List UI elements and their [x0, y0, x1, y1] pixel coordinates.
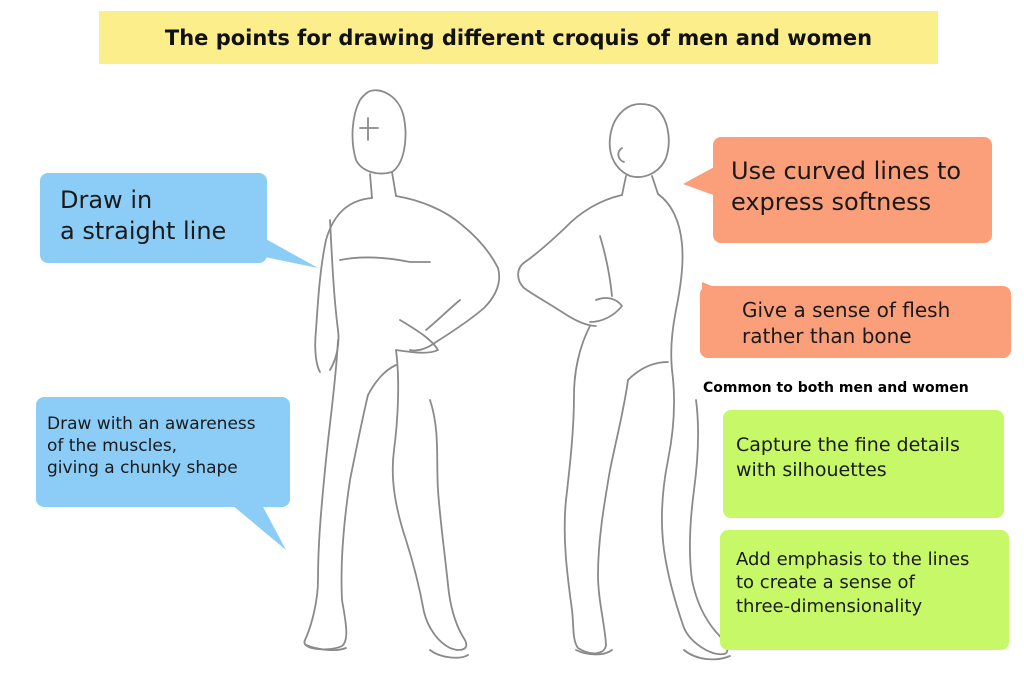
- callout-text-line: a straight line: [60, 217, 227, 246]
- callout-text-line: of the muscles,: [47, 436, 178, 457]
- callout-text-line: Add emphasis to the lines: [736, 549, 970, 570]
- callout-text-line: Capture the fine details: [736, 434, 960, 456]
- callout-text-line: express softness: [731, 188, 932, 217]
- callout-muscles: Draw with an awareness of the muscles, g…: [36, 397, 290, 507]
- callout-text-line: Draw in: [60, 186, 153, 214]
- callout-text-line: Give a sense of flesh: [742, 298, 951, 322]
- callout-text-line: giving a chunky shape: [47, 458, 238, 479]
- callout-text-line: three-dimensionality: [736, 595, 923, 617]
- callout-silhouettes: Capture the fine details with silhouette…: [723, 410, 1004, 518]
- male-croquis-figure: [303, 89, 501, 659]
- tail-curved-lines: [683, 166, 716, 196]
- callout-text-line: Use curved lines to: [731, 157, 962, 185]
- page-title: The points for drawing different croquis…: [99, 11, 938, 64]
- callout-emphasis: Add emphasis to the lines to create a se…: [720, 530, 1009, 650]
- callout-text-line: Draw with an awareness: [47, 414, 256, 434]
- callout-curved-lines: Use curved lines to express softness: [713, 137, 992, 243]
- female-croquis-figure: [517, 103, 731, 661]
- tail-muscles: [232, 505, 286, 550]
- callout-flesh: Give a sense of flesh rather than bone: [700, 286, 1011, 358]
- callout-text-line: to create a sense of: [736, 572, 915, 594]
- common-section-label: Common to both men and women: [703, 380, 969, 396]
- callout-text-line: with silhouettes: [736, 458, 887, 481]
- page-title-text: The points for drawing different croquis…: [164, 25, 873, 50]
- tail-straight-line: [255, 233, 318, 268]
- callout-text-line: rather than bone: [742, 324, 912, 348]
- callout-straight-line: Draw in a straight line: [40, 173, 267, 263]
